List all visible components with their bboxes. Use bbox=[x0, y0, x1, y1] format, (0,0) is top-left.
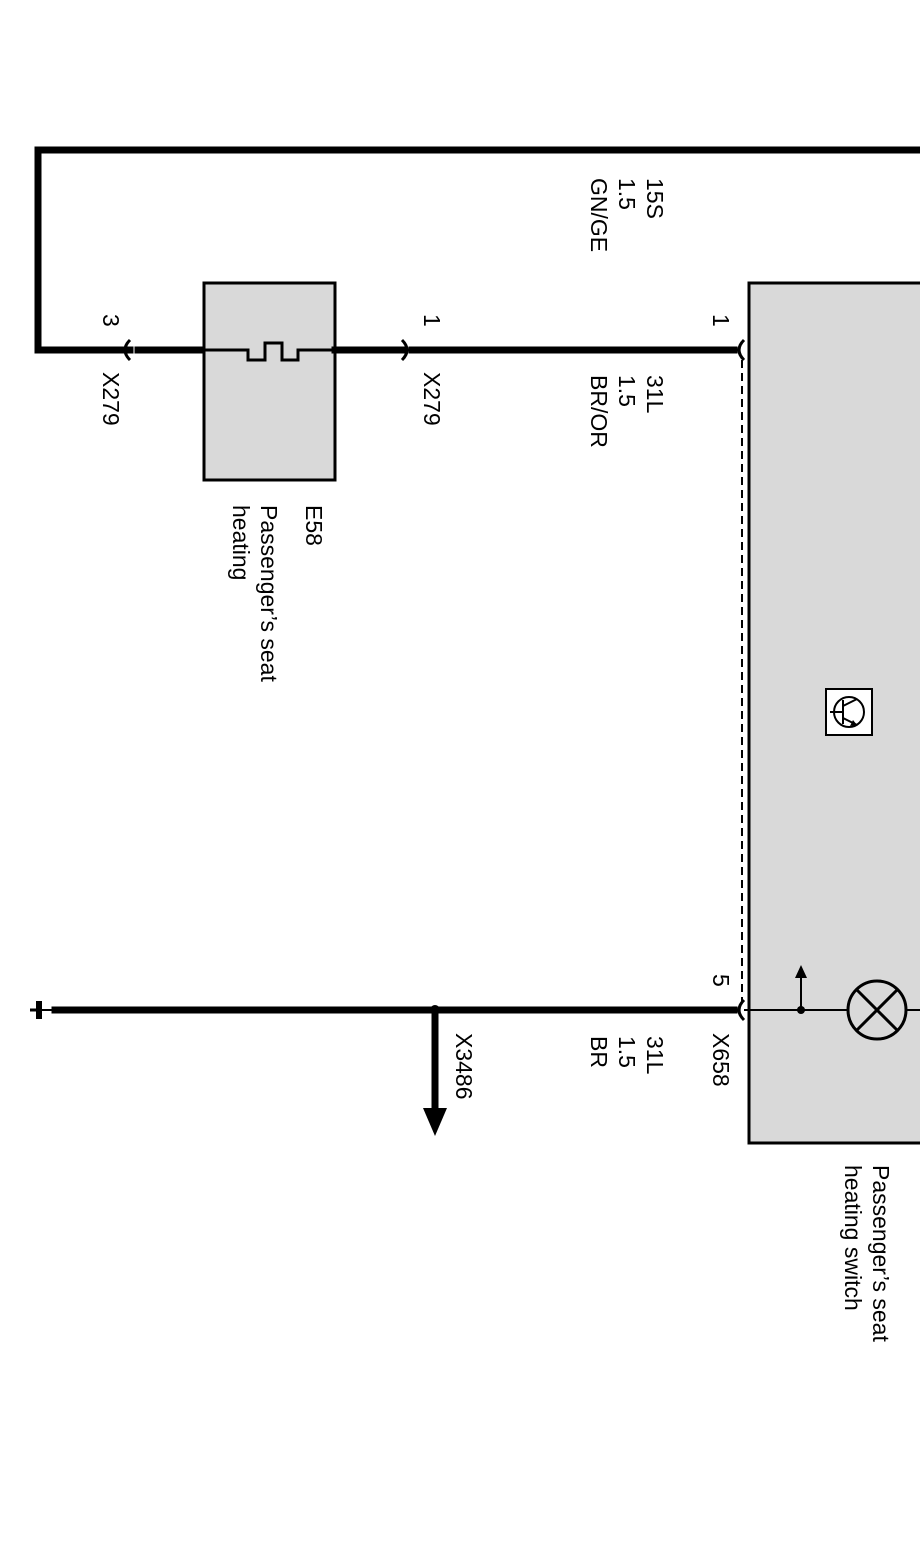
electronic-module-icon bbox=[825, 688, 873, 736]
label-e58-name-2: heating bbox=[228, 505, 254, 580]
label-bottom-color: BR bbox=[586, 1036, 612, 1068]
label-top-color: GN/GE bbox=[586, 178, 612, 252]
label-switch-pin1: 1 bbox=[708, 314, 734, 327]
label-x279-left-id: X279 bbox=[98, 372, 124, 426]
label-switch-name-1: Passenger’s seat bbox=[868, 1165, 894, 1342]
label-mid-circuit: 31L bbox=[642, 375, 668, 414]
heater-element-symbol bbox=[205, 341, 335, 362]
splice-x3486-arrow bbox=[423, 1005, 447, 1136]
wire-15s-gnge bbox=[34, 146, 920, 354]
label-switch-pin5: 5 bbox=[708, 974, 734, 987]
connector-x279-pin1 bbox=[400, 338, 409, 362]
connector-x279-pin3 bbox=[123, 338, 132, 362]
junction-arrow-icon bbox=[795, 965, 807, 1014]
label-e58-name-1: Passenger’s seat bbox=[256, 505, 282, 682]
ground-terminal-icon bbox=[30, 1001, 55, 1019]
label-bottom-circuit: 31L bbox=[642, 1036, 668, 1075]
label-top-gauge: 1.5 bbox=[614, 178, 640, 210]
label-e58-id: E58 bbox=[301, 505, 327, 546]
label-mid-gauge: 1.5 bbox=[614, 375, 640, 407]
label-x658: X658 bbox=[708, 1033, 734, 1087]
label-x279-right-id: X279 bbox=[419, 372, 445, 426]
indicator-lamp-icon bbox=[846, 979, 908, 1041]
heater-e58-box bbox=[202, 281, 337, 482]
label-switch-name-2: heating switch bbox=[840, 1165, 866, 1311]
label-x279-pin1: 1 bbox=[419, 314, 445, 327]
label-x279-pin3: 3 bbox=[98, 314, 124, 327]
label-bottom-gauge: 1.5 bbox=[614, 1036, 640, 1068]
connector-switch-pin5 bbox=[737, 998, 746, 1022]
label-mid-color: BR/OR bbox=[586, 375, 612, 448]
label-top-circuit: 15S bbox=[642, 178, 668, 219]
label-x3486: X3486 bbox=[451, 1033, 477, 1100]
connector-switch-pin1 bbox=[737, 338, 746, 362]
